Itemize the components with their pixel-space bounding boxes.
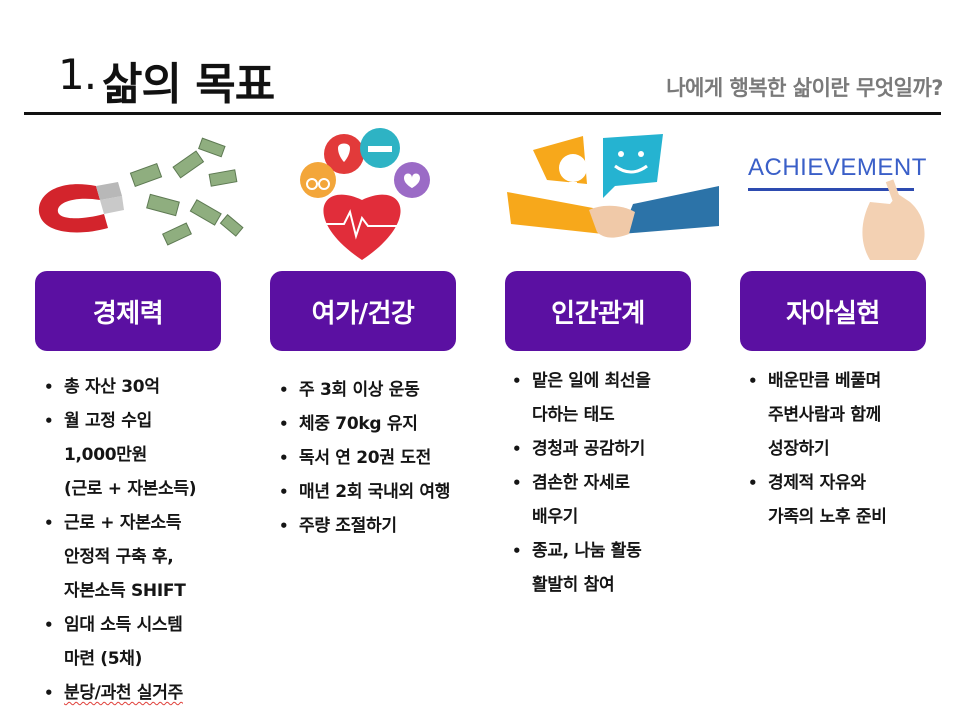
heart-health-icon [300, 128, 430, 260]
handshake-icon [507, 134, 719, 238]
page-subtitle: 나에게 행복한 삶이란 무엇일까? [666, 76, 943, 100]
list-item: 주 3회 이상 운동 [277, 373, 497, 407]
magnet-money-icon [38, 137, 244, 246]
list-item: 맡은 일에 최선을 다하는 태도 [510, 364, 730, 432]
list-item: 총 자산 30억 [42, 370, 262, 404]
list-item: 매년 2회 국내외 여행 [277, 475, 497, 509]
category-leisure-health: 여가/건강 [270, 271, 456, 351]
achievement-illustration: ACHIEVEMENT [740, 128, 960, 263]
column-economy: 총 자산 30억 월 고정 수입 1,000만원 (근로 + 자본소득) 근로 … [42, 370, 262, 710]
header-divider [24, 112, 941, 115]
column-leisure-health: 주 3회 이상 운동 체중 70kg 유지 독서 연 20권 도전 매년 2회 … [277, 373, 497, 543]
list-item: 체중 70kg 유지 [277, 407, 497, 441]
list-item: 배운만큼 베풀며 주변사람과 함께 성장하기 [746, 364, 961, 466]
list-item: 독서 연 20권 도전 [277, 441, 497, 475]
category-relationships: 인간관계 [505, 271, 691, 351]
list-item: 월 고정 수입 1,000만원 (근로 + 자본소득) [42, 404, 262, 506]
list-item: 종교, 나눔 활동 활발히 참여 [510, 534, 730, 602]
list-item: 겸손한 자세로 배우기 [510, 466, 730, 534]
list-item: 근로 + 자본소득 안정적 구축 후, 자본소득 SHIFT [42, 506, 262, 608]
column-relationships: 맡은 일에 최선을 다하는 태도 경청과 공감하기 겸손한 자세로 배우기 종교… [510, 364, 730, 602]
column-self-realization: 배운만큼 베풀며 주변사람과 함께 성장하기 경제적 자유와 가족의 노후 준비 [746, 364, 961, 534]
title-number: 1. [58, 50, 97, 99]
achievement-label: ACHIEVEMENT [748, 154, 927, 181]
list-item: 주량 조절하기 [277, 509, 497, 543]
list-item: 경제적 자유와 가족의 노후 준비 [746, 466, 961, 534]
page-title: 삶의 목표 [102, 59, 275, 110]
list-item: 임대 소득 시스템 마련 (5채) [42, 608, 262, 676]
list-item: 경청과 공감하기 [510, 432, 730, 466]
category-economy: 경제력 [35, 271, 221, 351]
list-item: 분당/과천 실거주 [42, 676, 262, 710]
category-self-realization: 자아실현 [740, 271, 926, 351]
